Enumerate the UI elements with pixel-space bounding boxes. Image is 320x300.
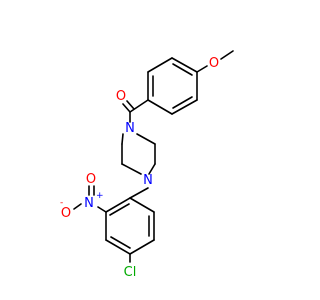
bond-ring-a5 xyxy=(147,57,173,73)
bond-carbonyl-o-2 xyxy=(126,100,135,110)
atom-label-carbonyl-oxygen: O xyxy=(116,89,126,104)
atom-label-nitro-oxygen: O xyxy=(86,172,96,187)
bond-pip-6 xyxy=(121,133,124,145)
bond-ring-b6 xyxy=(129,197,155,213)
bond-nitro-o-single xyxy=(73,203,82,210)
bond-carbonyl-o-1 xyxy=(122,103,131,113)
atom-label-methoxy-oxygen: O xyxy=(209,56,219,71)
bond-aryl-nitro xyxy=(97,206,107,213)
atom-label-piperazine-nitrogen-4: N xyxy=(143,173,153,188)
bond-ring-b4 xyxy=(129,239,155,255)
chemical-structure: O O N N N + O - O Cl xyxy=(60,50,234,280)
bond-o-aryl xyxy=(196,65,208,73)
bond-aryl-carbonyl xyxy=(129,99,149,113)
bond-ring-a2 xyxy=(171,99,198,115)
bond-n-aryl xyxy=(129,187,149,199)
bond-pip-3 xyxy=(148,163,156,175)
bond-ring-a6-inner xyxy=(172,63,193,76)
bond-ring-b1-inner xyxy=(109,203,130,216)
bond-ring-a3 xyxy=(147,99,173,115)
bond-ring-b3 xyxy=(105,239,131,255)
atom-charge-nitro-nitrogen: + xyxy=(96,191,104,201)
atom-label-piperazine-nitrogen-1: N xyxy=(125,121,135,136)
bond-pip-4 xyxy=(121,163,142,175)
bond-ring-a6 xyxy=(171,57,198,73)
atom-label-nitro-oxygen-minus: O xyxy=(61,206,71,221)
atom-charge-nitro-oxygen-minus: - xyxy=(60,198,63,208)
bond-ring-b3-inner xyxy=(110,236,131,249)
bond-ring-a2-inner xyxy=(172,96,193,109)
bond-ring-b1 xyxy=(105,197,131,213)
bond-methyl-o xyxy=(220,50,234,60)
atom-label-nitro-nitrogen: N xyxy=(84,196,94,211)
atom-label-chlorine: Cl xyxy=(124,265,137,280)
bond-pip-1 xyxy=(136,133,156,145)
